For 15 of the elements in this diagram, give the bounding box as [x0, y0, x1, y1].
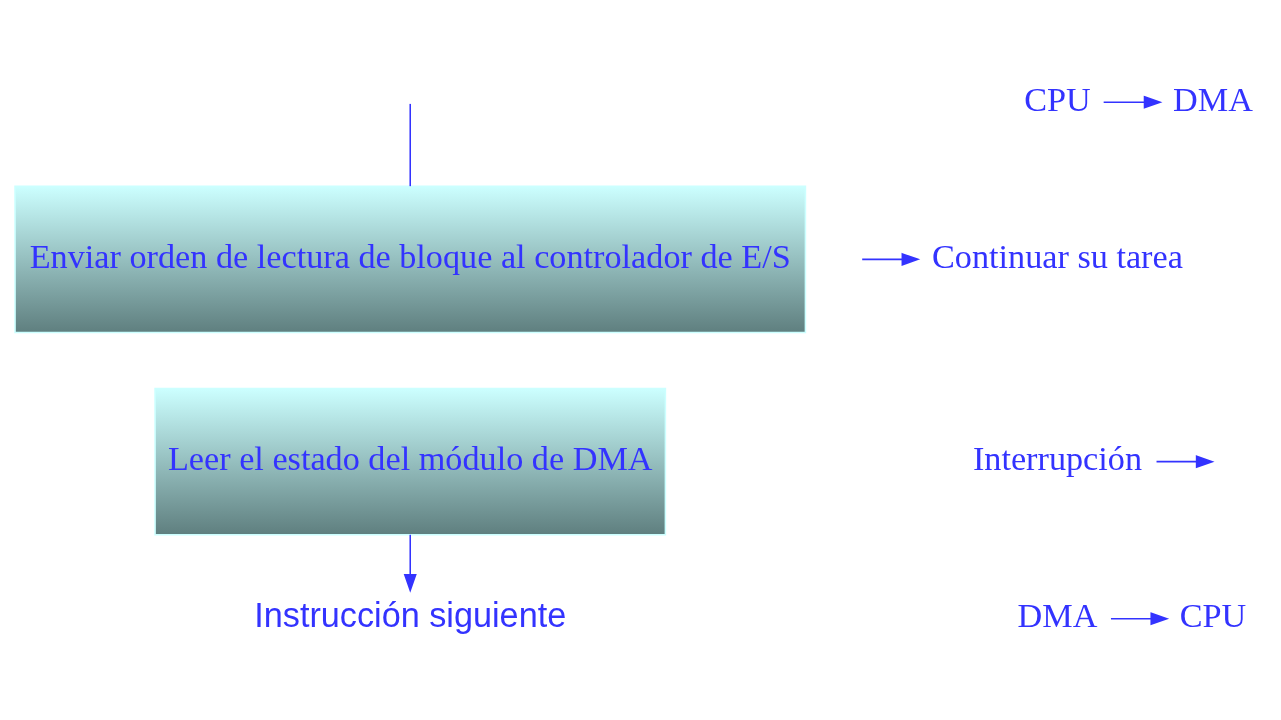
node-text: DMA	[1017, 596, 1098, 634]
node-text: Interrupción	[972, 439, 1143, 477]
node-text: CPU	[1024, 80, 1091, 118]
node-box: Enviar orden de lectura de bloque al controlador de E/S	[14, 184, 807, 333]
node-text: Instrucción siguiente	[254, 595, 567, 634]
arrow	[1110, 611, 1170, 625]
arrow	[861, 252, 921, 266]
arrow	[403, 533, 417, 593]
node-text: CPU	[1179, 596, 1247, 634]
node-text: Continuar su tarea	[932, 237, 1183, 275]
node-text: DMA	[1173, 80, 1253, 118]
connector	[409, 102, 411, 187]
arrow	[1102, 95, 1163, 109]
node-box: Leer el estado del módulo de DMA	[154, 387, 667, 536]
arrow	[1155, 454, 1215, 468]
